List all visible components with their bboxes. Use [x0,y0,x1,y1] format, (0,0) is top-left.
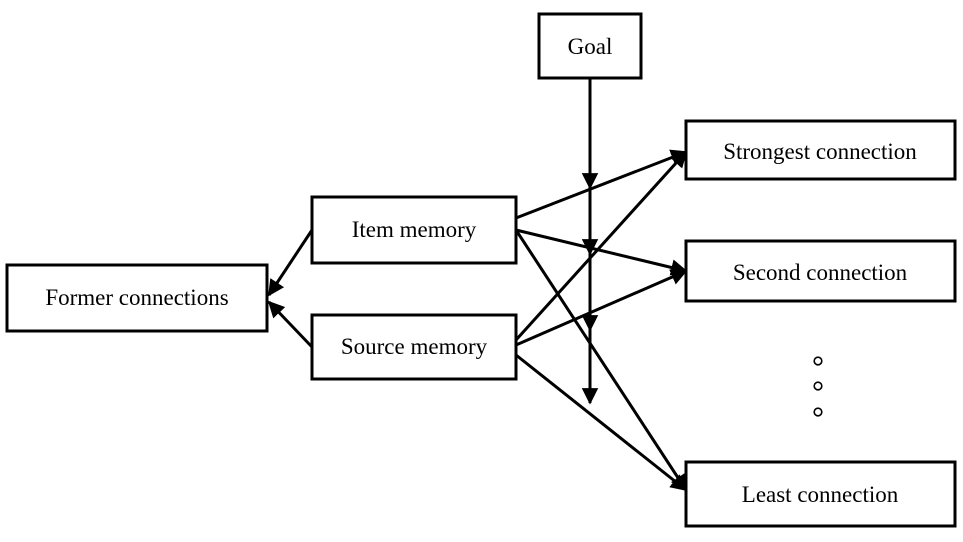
arrow-item-to-second [515,228,688,276]
arrow-item-to-former [267,229,314,297]
least-connection-node: Least connection [684,460,957,528]
ellipsis-dot [813,381,823,391]
arrow-source-to-strongest [514,150,688,342]
source-memory-node: Source memory [310,313,518,381]
arrow-item-to-strongest [515,149,688,220]
ellipsis-dots [813,356,823,417]
arrow-source-to-least [515,353,688,492]
strongest-connection-node: Strongest connection [684,119,957,181]
source-memory-label: Source memory [341,334,488,359]
goal-label: Goal [568,34,613,59]
least-connection-label: Least connection [742,482,899,507]
former-arrows [267,229,314,349]
strongest-connection-label: Strongest connection [723,139,917,164]
second-connection-node: Second connection [684,239,957,303]
arrow-item-to-least [514,229,688,492]
connection-arrows [514,149,688,492]
ellipsis-dot [813,407,823,417]
item-memory-node: Item memory [310,195,518,265]
item-memory-label: Item memory [352,217,477,242]
ellipsis-dot [813,356,823,366]
former-connections-label: Former connections [45,285,228,310]
arrow-source-to-second [515,269,688,347]
second-connection-label: Second connection [733,260,908,285]
goal-node: Goal [537,12,643,80]
former-connections-node: Former connections [5,263,269,333]
arrow-source-to-former [267,300,314,349]
